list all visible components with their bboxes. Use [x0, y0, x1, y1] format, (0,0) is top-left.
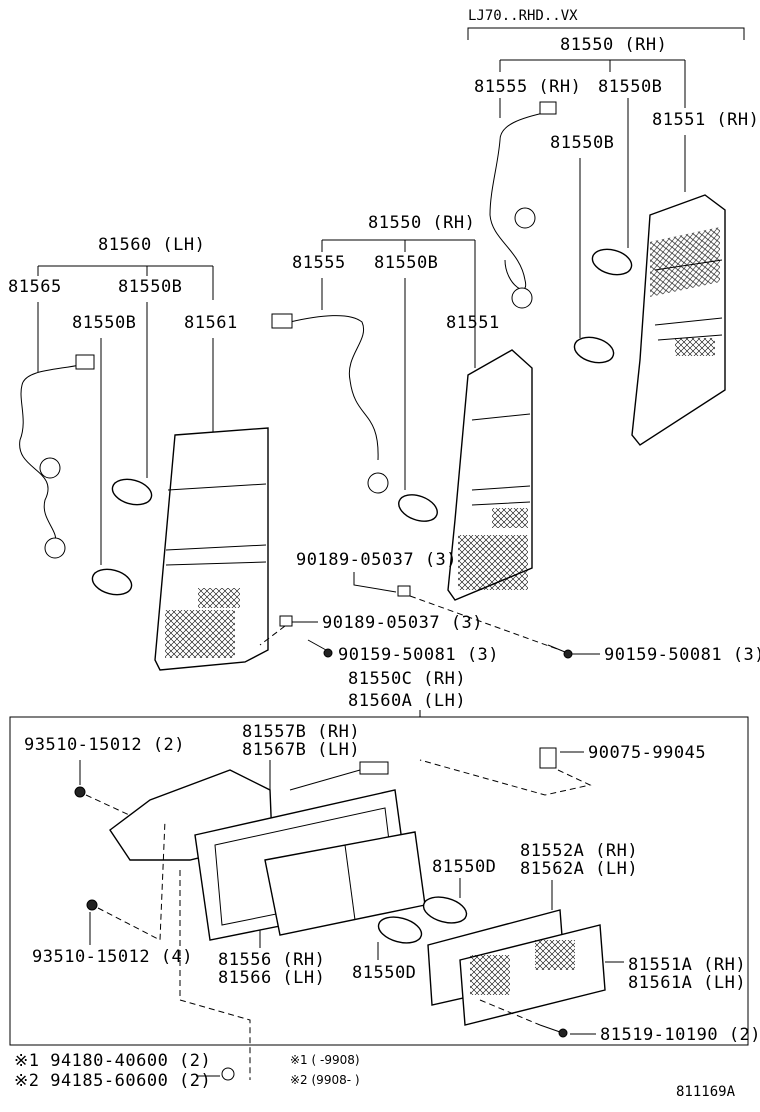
bulb-icon [591, 248, 633, 276]
wire-harness [289, 315, 379, 461]
screw-icon [547, 644, 566, 653]
note-1-part: ※1 94180-40600 (2) [14, 1051, 211, 1071]
screw-icon [539, 1024, 561, 1033]
label-90075: 90075-99045 [588, 743, 706, 763]
label-81550b-mid: 81550B [374, 253, 438, 273]
note-2-range: ※2 (9908- ) [290, 1073, 360, 1087]
label-81550b-top-1: 81550B [598, 77, 662, 97]
label-81551-rh-top: 81551 (RH) [652, 110, 759, 130]
label-81557b: 81557B (RH) [242, 722, 360, 742]
bulb-socket-icon [39, 457, 61, 479]
label-90159-l: 90159-50081 (3) [338, 645, 499, 665]
bulb-icon [398, 494, 438, 522]
tail-lamp-lens-icon [154, 427, 269, 671]
bulb-icon [91, 568, 133, 596]
nut-icon [397, 585, 411, 597]
rh-vx-assembly-group: LJ70..RHD..VX 81550 (RH) 81555 (RH) 8155… [467, 8, 759, 446]
connector-icon [271, 313, 293, 329]
label-93510-mid: 93510-15012 (4) [32, 947, 193, 967]
diagram-id: 811169A [676, 1084, 736, 1100]
label-90189-2: 90189-05037 (3) [322, 613, 483, 633]
connector-icon [539, 101, 557, 115]
bulb-icon [111, 478, 153, 506]
label-81551a: 81551A (RH) [628, 955, 746, 975]
clip-icon [539, 747, 557, 769]
lh-assembly-group: 81560 (LH) 81565 81550B 81550B 81561 [8, 235, 269, 671]
screw-icon [307, 639, 327, 651]
socket-icon [359, 761, 389, 775]
label-81561a: 81561A (LH) [628, 973, 746, 993]
label-81550d-1: 81550D [432, 857, 496, 877]
bulb-icon [377, 916, 423, 944]
screw-icon [74, 786, 86, 798]
rh-assembly-group: 81550 (RH) 81555 81550B 81551 [271, 213, 533, 601]
connector-icon [75, 354, 95, 370]
nut-icon [221, 1067, 235, 1081]
wire-harness [489, 111, 549, 290]
label-81550b-lh-2: 81550B [72, 313, 136, 333]
label-81551-mid: 81551 [446, 313, 500, 333]
bulb-socket-icon [511, 287, 533, 309]
label-81565: 81565 [8, 277, 62, 297]
label-81555-mid: 81555 [292, 253, 346, 273]
label-81550d-2: 81550D [352, 963, 416, 983]
label-81550b-lh-1: 81550B [118, 277, 182, 297]
fasteners-top-group: 90189-05037 (3) 90189-05037 (3) 90159-50… [259, 550, 760, 665]
note-2-part: ※2 94185-60600 (2) [14, 1071, 211, 1091]
label-81560-lh: 81560 (LH) [98, 235, 205, 255]
label-81561: 81561 [184, 313, 238, 333]
label-81550b-top-2: 81550B [550, 133, 614, 153]
combo-parts-group: 93510-15012 (2) 81557B (RH) 81567B (LH) … [24, 722, 760, 1080]
label-93510-top: 93510-15012 (2) [24, 735, 185, 755]
label-81519: 81519-10190 (2) [600, 1025, 760, 1045]
label-81560a: 81560A (LH) [348, 691, 466, 711]
label-81550c: 81550C (RH) [348, 669, 466, 689]
label-81550-rh-mid: 81550 (RH) [368, 213, 475, 233]
label-81566: 81566 (LH) [218, 968, 325, 988]
wire-harness [19, 364, 81, 546]
nut-icon [279, 615, 293, 627]
combination-lamp-box [9, 716, 749, 1046]
bulb-socket-icon [44, 537, 66, 559]
model-label: LJ70..RHD..VX [468, 8, 578, 24]
label-81556: 81556 (RH) [218, 950, 325, 970]
label-81555-rh-top: 81555 (RH) [474, 77, 581, 97]
label-81567b: 81567B (LH) [242, 740, 360, 760]
note-1-range: ※1 ( -9908) [290, 1053, 360, 1067]
screw-icon [86, 899, 98, 911]
bulb-icon [422, 896, 468, 924]
bulb-icon [573, 336, 615, 364]
label-81562a: 81562A (LH) [520, 859, 638, 879]
label-90159-r: 90159-50081 (3) [604, 645, 760, 665]
label-90189-1: 90189-05037 (3) [296, 550, 457, 570]
bulb-socket-icon [367, 472, 389, 494]
label-81552a: 81552A (RH) [520, 841, 638, 861]
label-81550-rh-top: 81550 (RH) [560, 35, 667, 55]
bulb-socket-icon [514, 207, 536, 229]
